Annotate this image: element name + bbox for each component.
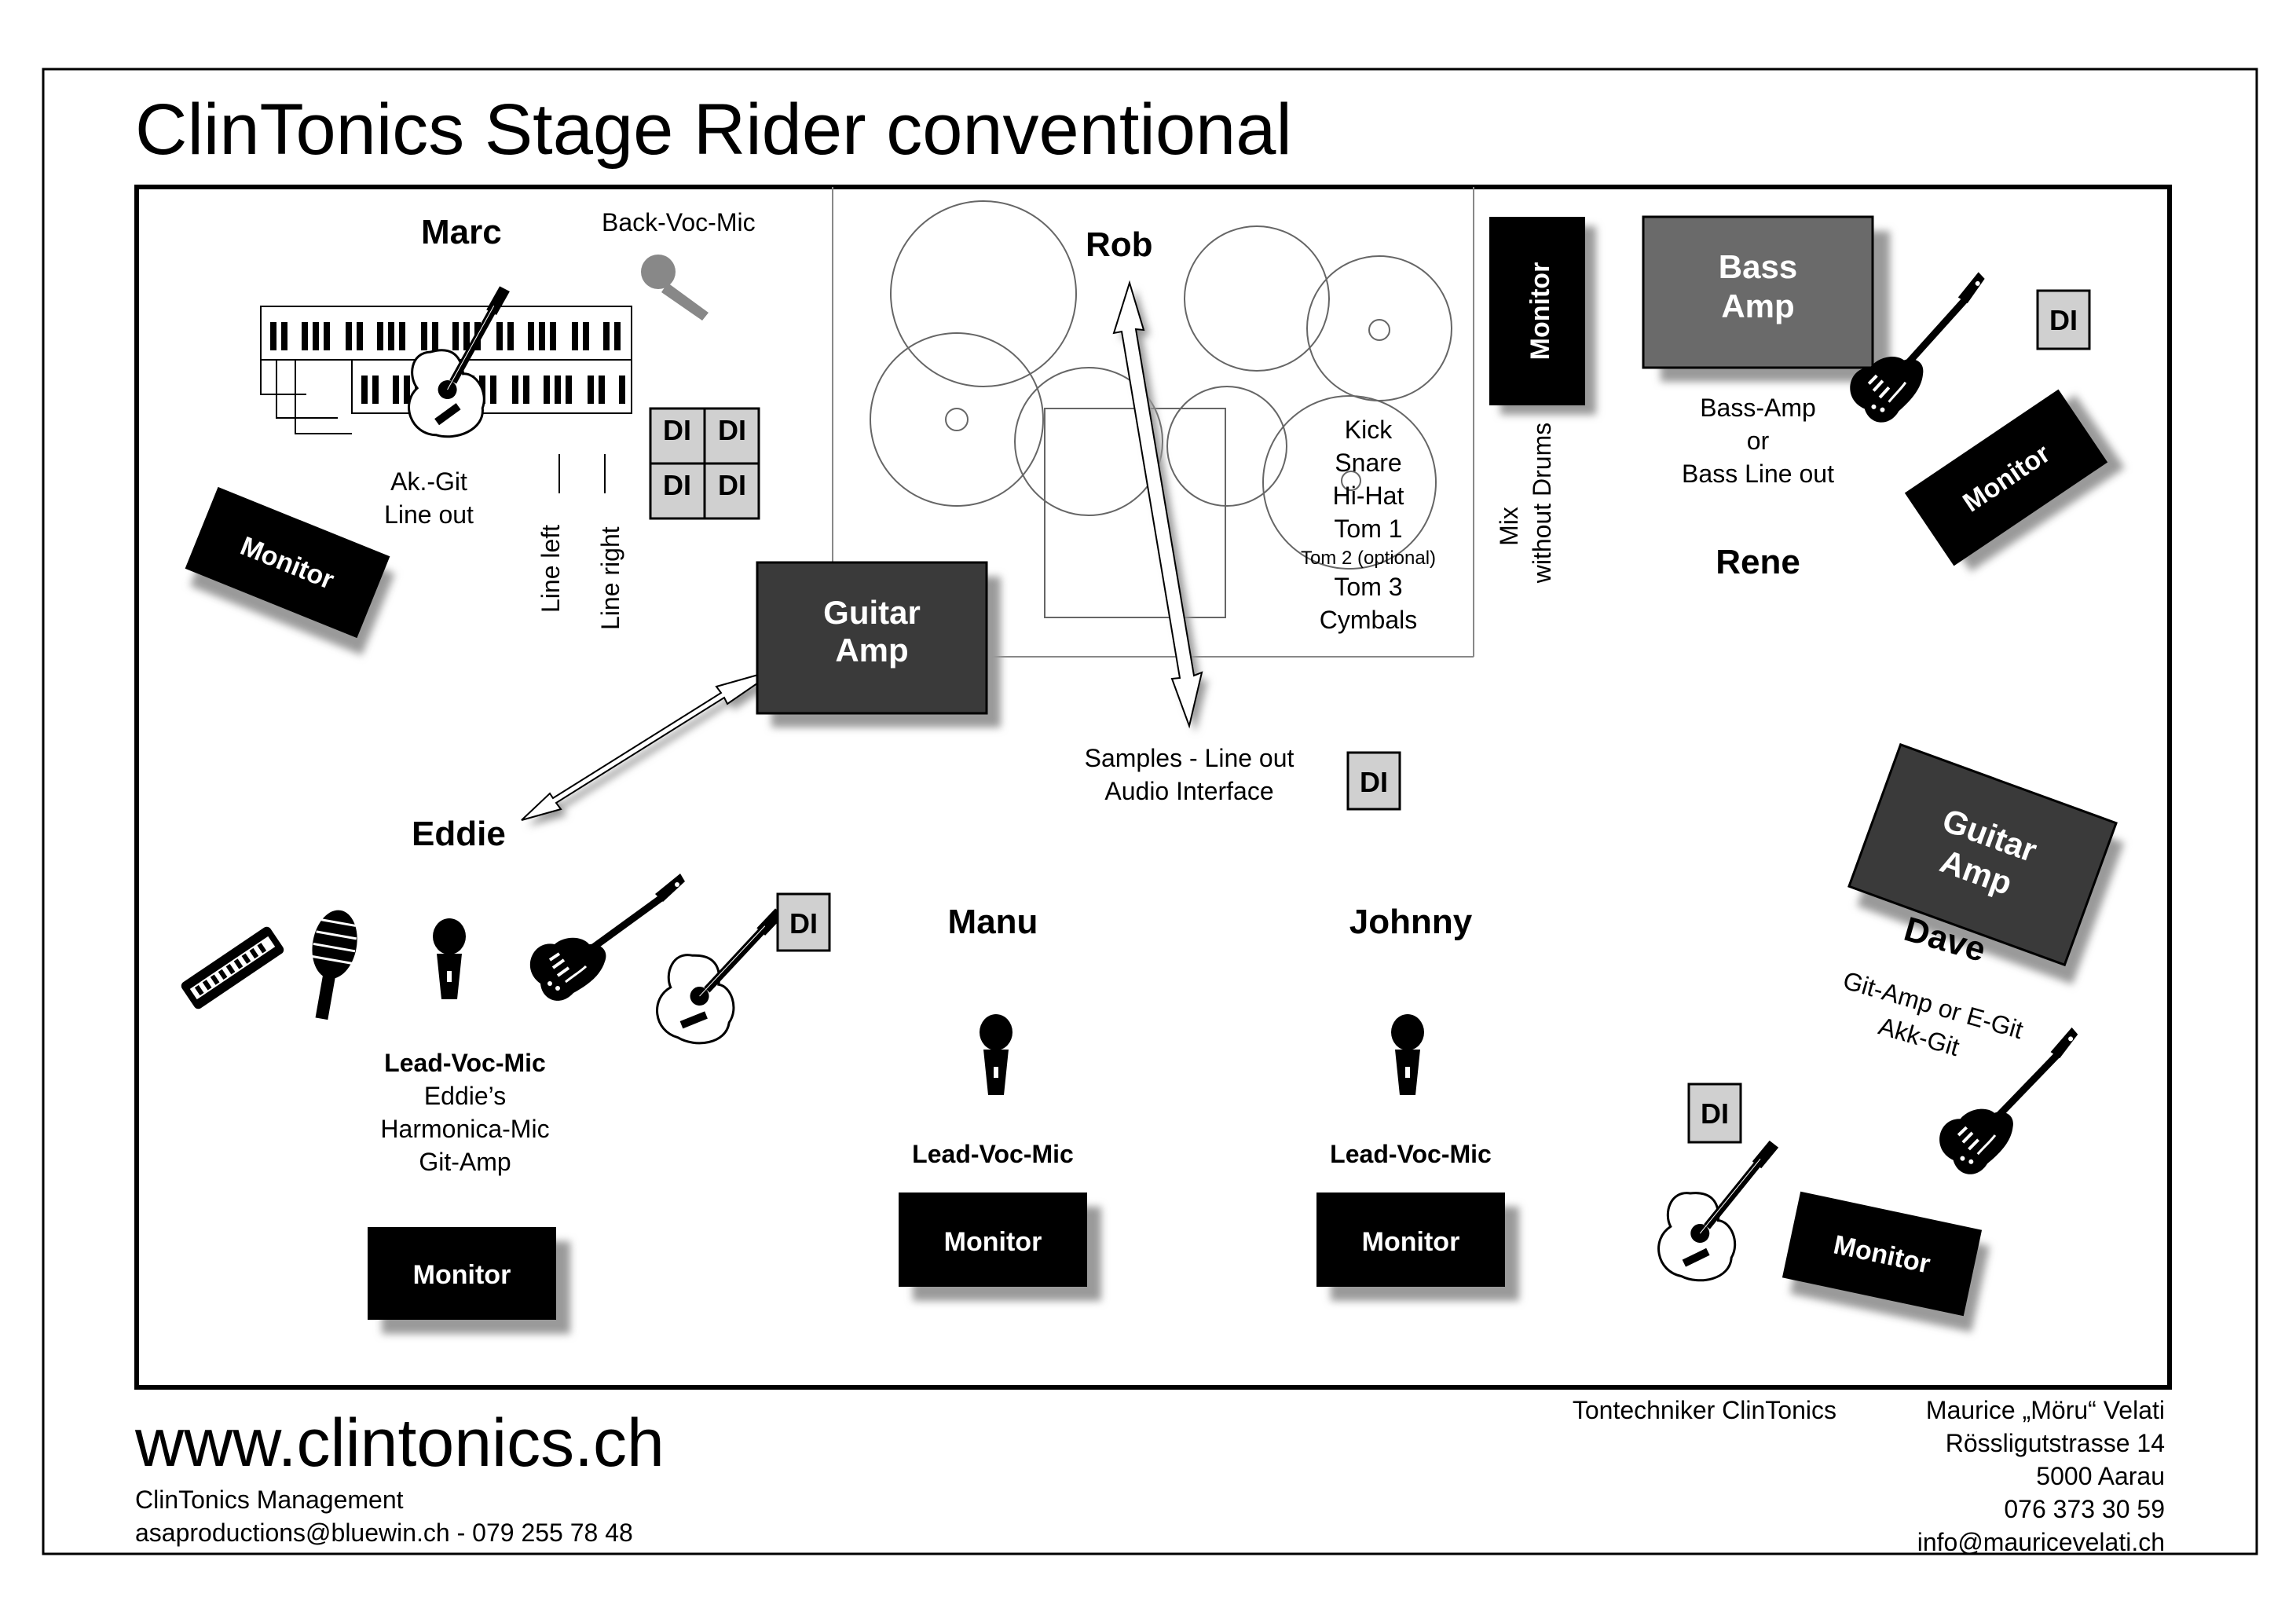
di-label: DI [663, 414, 691, 446]
monitor-rene: Monitor [1904, 389, 2125, 572]
arrow-rob-samples [1112, 280, 1208, 732]
harmonica-mic-label: Harmonica-Mic [380, 1115, 549, 1143]
di-label: DI [718, 414, 746, 446]
guitar-amp-center: Guitar Amp [756, 561, 1001, 727]
monitor-label: Monitor [413, 1260, 511, 1290]
musician-rob: Rob [1086, 225, 1153, 264]
or-label: or [1747, 427, 1770, 455]
bass-line-out-label: Bass Line out [1682, 460, 1834, 488]
monitor-marc: Monitor [185, 486, 395, 656]
ak-git-label: Ak.-Git [390, 467, 467, 496]
amp-label-guitar: Guitar [823, 594, 921, 631]
di-label: DI [718, 469, 746, 501]
drum-item-kick: Kick [1345, 416, 1393, 444]
monitor-eddie: Monitor [368, 1227, 570, 1334]
drum-kit-icon [870, 200, 1452, 618]
line-right-label: Line right [596, 526, 624, 630]
drum-item-tom3: Tom 3 [1334, 573, 1402, 601]
drum-item-tom1: Tom 1 [1334, 515, 1402, 543]
drum-riser [832, 187, 1474, 658]
di-label: DI [2049, 304, 2078, 336]
monitor-dave: Monitor [1782, 1191, 1990, 1332]
monitor-label: Monitor [1525, 262, 1555, 361]
keyboard-icon [260, 306, 632, 434]
musician-manu: Manu [948, 903, 1038, 941]
technician-label: Tontechniker ClinTonics [1573, 1396, 1836, 1424]
drum-list: Kick Snare Hi-Hat Tom 1 Tom 2 (optional)… [1301, 416, 1436, 634]
monitor-drums: Monitor [1489, 217, 1596, 415]
bass-amp: Bass Amp [1642, 215, 1890, 382]
di-label: DI [1701, 1097, 1729, 1130]
musician-johnny: Johnny [1349, 903, 1473, 941]
management-contact[interactable]: asaproductions@bluewin.ch - 079 255 78 4… [135, 1519, 633, 1547]
di-box-samples: DI [1346, 751, 1401, 811]
monitor-label: Monitor [944, 1227, 1042, 1257]
di-box-rene: DI [2036, 289, 2091, 350]
without-drums-label: without Drums [1528, 423, 1556, 584]
website-url[interactable]: www.clintonics.ch [134, 1405, 665, 1481]
monitor-johnny: Monitor [1316, 1193, 1519, 1301]
vintage-microphone-icon [311, 910, 357, 1020]
technician-address: Maurice „Möru“ Velati Rössligutstrasse 1… [1917, 1396, 2165, 1556]
line-out-label: Line out [384, 500, 474, 529]
audio-interface-label: Audio Interface [1104, 777, 1273, 805]
mix-label: Mix [1495, 507, 1523, 546]
di-box-marc-group: DI DI DI DI [649, 407, 760, 520]
lead-voc-mic-manu-label: Lead-Voc-Mic [912, 1140, 1074, 1168]
page-title: ClinTonics Stage Rider conventional [135, 90, 1292, 170]
back-voc-microphone-icon [641, 255, 709, 321]
lead-voc-mic-eddie-label: Lead-Voc-Mic [384, 1049, 546, 1077]
lead-voc-mic-johnny-label: Lead-Voc-Mic [1330, 1140, 1492, 1168]
musician-eddie: Eddie [412, 815, 506, 853]
musician-rene: Rene [1716, 543, 1800, 581]
line-left-label: Line left [536, 525, 565, 613]
monitor-label: Monitor [1362, 1227, 1460, 1257]
drum-item-cymbals: Cymbals [1320, 606, 1417, 634]
di-label: DI [1360, 766, 1388, 798]
tech-city: 5000 Aarau [2036, 1462, 2165, 1490]
di-label: DI [789, 907, 818, 940]
bass-amp-label: Bass-Amp [1700, 394, 1816, 422]
monitor-manu: Monitor [899, 1193, 1101, 1301]
tech-email[interactable]: info@mauricevelati.ch [1917, 1528, 2165, 1556]
tech-street: Rössligutstrasse 14 [1946, 1429, 2165, 1457]
amp-label-amp: Amp [1721, 288, 1794, 324]
musician-marc: Marc [421, 213, 502, 251]
amp-label-bass: Bass [1719, 248, 1797, 285]
di-box-eddie: DI [776, 892, 831, 952]
di-box-dave: DI [1687, 1083, 1742, 1144]
guitar-amp-dave: Guitar Amp [1847, 742, 2125, 985]
git-amp-label: Git-Amp [419, 1148, 511, 1176]
management-label: ClinTonics Management [135, 1486, 404, 1514]
drum-item-tom2: Tom 2 (optional) [1301, 548, 1436, 569]
di-label: DI [663, 469, 691, 501]
arrow-eddie-guitar-amp [521, 669, 784, 826]
drum-item-hihat: Hi-Hat [1333, 482, 1404, 510]
drum-item-snare: Snare [1335, 449, 1401, 477]
outer-frame [42, 68, 2258, 1555]
harmonica-icon [181, 926, 284, 1009]
samples-line-out-label: Samples - Line out [1085, 744, 1294, 772]
tech-name: Maurice „Möru“ Velati [1926, 1396, 2165, 1424]
back-voc-mic-label: Back-Voc-Mic [602, 208, 756, 236]
tech-phone: 076 373 30 59 [2004, 1495, 2165, 1523]
amp-label-amp: Amp [835, 632, 908, 669]
eddies-label: Eddie’s [424, 1082, 506, 1110]
